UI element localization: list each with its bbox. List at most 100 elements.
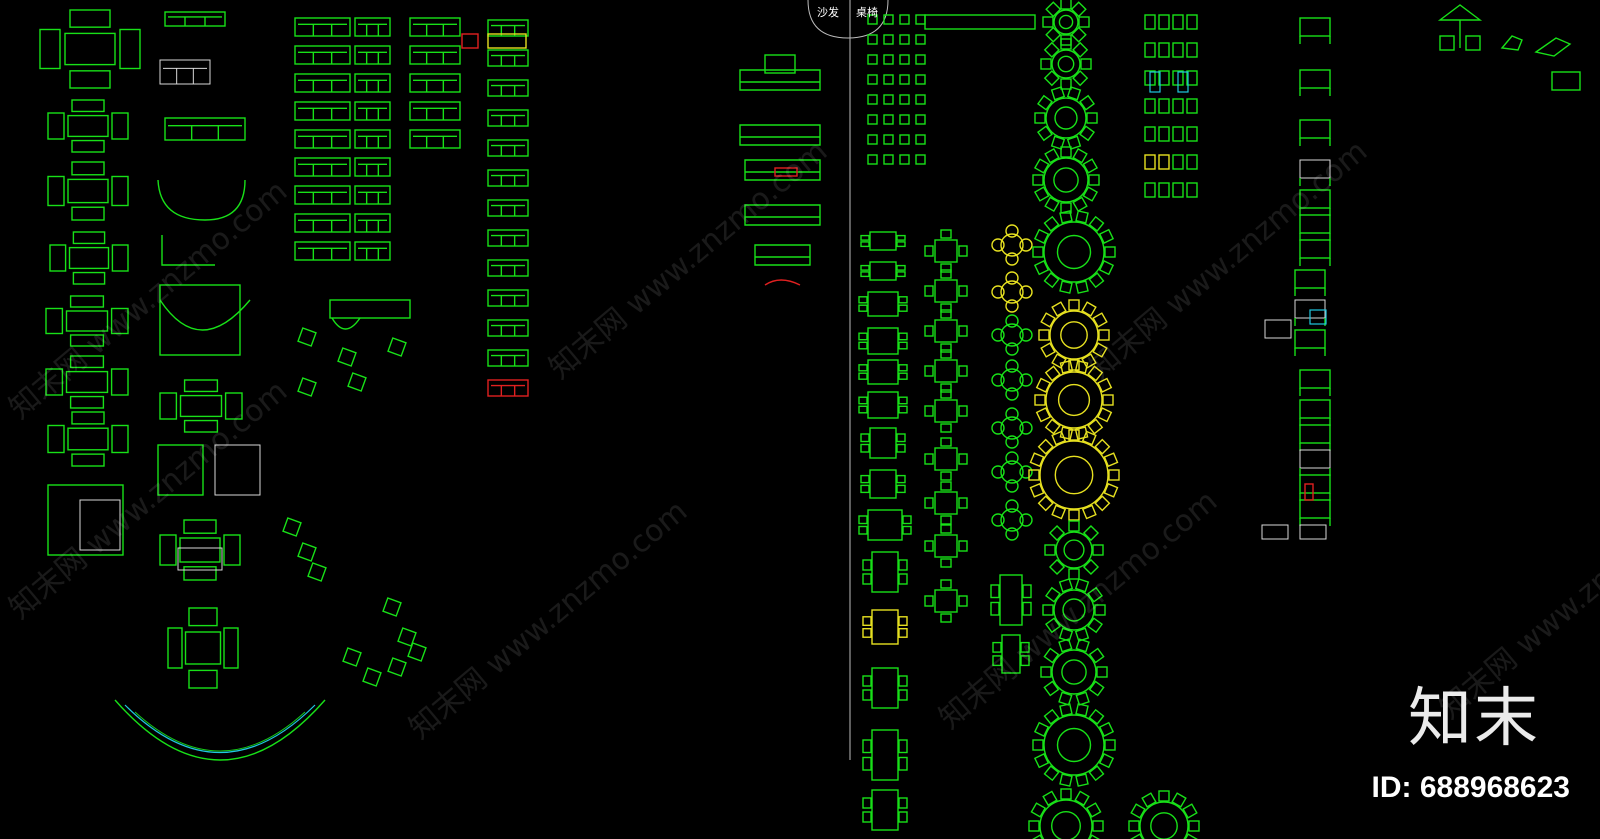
chair-elevation xyxy=(1299,239,1331,266)
rect-dining-table xyxy=(990,574,1032,626)
sofa xyxy=(354,241,391,261)
square-table xyxy=(924,524,968,568)
sofa-set xyxy=(45,295,129,347)
chair-elevation xyxy=(1299,119,1331,146)
dining-table-group xyxy=(858,0,1200,839)
sofa xyxy=(487,379,529,397)
sofa xyxy=(487,169,529,187)
sofa xyxy=(294,213,351,233)
header-label-tables: 桌椅 xyxy=(856,6,878,19)
sofa xyxy=(409,101,461,121)
sofa xyxy=(487,199,529,217)
round-dining-table xyxy=(1034,360,1114,440)
outdoor-umbrella-set xyxy=(1437,4,1581,91)
sofa xyxy=(487,289,529,307)
chair-elevation xyxy=(1299,369,1331,396)
rect-dining-table xyxy=(860,231,906,251)
round-dining-table xyxy=(1034,86,1098,150)
square-table xyxy=(924,349,968,393)
sofa xyxy=(487,109,529,127)
diagonal-watermark-text: 知末网 www.znzmo.com xyxy=(403,494,694,746)
clover-table xyxy=(991,359,1033,401)
square-table xyxy=(924,269,968,313)
sofa xyxy=(487,139,529,157)
id-watermark: ID: 688968623 xyxy=(1371,771,1571,804)
sofa xyxy=(487,79,529,97)
rect-dining-table xyxy=(858,327,908,355)
sofa-set xyxy=(47,99,129,153)
round-dining-table xyxy=(1040,638,1108,706)
round-dining-table xyxy=(1038,299,1110,371)
sofa xyxy=(164,117,246,141)
sofa xyxy=(294,73,351,93)
sofa xyxy=(354,185,391,205)
round-dining-table xyxy=(1042,0,1090,46)
sofa xyxy=(294,45,351,65)
chair-elevation xyxy=(1294,329,1326,356)
sofa xyxy=(294,17,351,37)
round-dining-table xyxy=(1032,703,1116,787)
round-dining-table xyxy=(1042,578,1106,642)
rect-dining-table xyxy=(858,509,912,541)
clover-table xyxy=(991,499,1033,541)
sofa xyxy=(487,49,529,67)
rect-dining-table xyxy=(862,789,908,831)
sofa-set xyxy=(159,519,241,581)
chair-elevation xyxy=(1299,214,1331,241)
rect-dining-table xyxy=(858,391,908,419)
round-dining-table xyxy=(1040,38,1092,90)
square-table xyxy=(924,481,968,525)
clover-table xyxy=(991,224,1033,266)
sofa xyxy=(409,129,461,149)
chair-elevations xyxy=(1261,17,1331,540)
header-label-sofa: 沙发 xyxy=(817,6,839,19)
rect-dining-table xyxy=(862,729,908,781)
sofa xyxy=(354,73,391,93)
sofa xyxy=(294,185,351,205)
round-dining-table xyxy=(1028,429,1120,521)
clover-table xyxy=(991,271,1033,313)
round-dining-table xyxy=(1044,520,1104,580)
sofa xyxy=(354,45,391,65)
chair-elevation xyxy=(1299,159,1331,186)
round-dining-table xyxy=(1128,790,1200,839)
sofa-set xyxy=(47,161,129,221)
sofa-elevation xyxy=(744,159,821,181)
rect-dining-table xyxy=(860,261,906,281)
sofa-elevation xyxy=(739,69,821,91)
square-table xyxy=(924,229,968,273)
rect-dining-table xyxy=(858,359,908,385)
sofa xyxy=(354,17,391,37)
sofa-block-group xyxy=(39,9,529,689)
sofa xyxy=(294,129,351,149)
sofa-set xyxy=(45,355,129,409)
rect-dining-table xyxy=(862,667,908,709)
clover-table xyxy=(991,407,1033,449)
chair-elevation xyxy=(1299,449,1331,476)
sofa xyxy=(294,101,351,121)
sofa xyxy=(409,73,461,93)
diagonal-watermark-text: 知末网 www.znzmo.com xyxy=(543,134,834,386)
sofa xyxy=(294,241,351,261)
sofa xyxy=(294,157,351,177)
square-table xyxy=(924,389,968,433)
clover-table xyxy=(991,451,1033,493)
sofa xyxy=(354,157,391,177)
sofa-elevation xyxy=(744,204,821,226)
sofa xyxy=(487,229,529,247)
sofa xyxy=(354,101,391,121)
rect-dining-table xyxy=(862,551,908,593)
rect-dining-table xyxy=(860,469,906,499)
square-table xyxy=(924,579,968,623)
sofa-set xyxy=(167,607,239,689)
round-dining-table xyxy=(1032,210,1116,294)
chair-elevation xyxy=(1299,69,1331,96)
sofa-elevations xyxy=(739,54,821,286)
chair-elevation xyxy=(1299,399,1331,426)
diagonal-watermark-text: 知末网 www.znzmo.com xyxy=(3,174,294,426)
clover-table xyxy=(991,314,1033,356)
rect-dining-table xyxy=(862,609,908,645)
square-table xyxy=(924,437,968,481)
chair-elevation xyxy=(1299,499,1331,526)
